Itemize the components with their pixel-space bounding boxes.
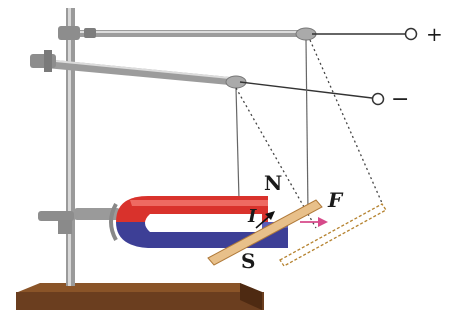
north-pole-label: N [264, 171, 282, 195]
upper-clamp [58, 26, 96, 40]
upper-arm [58, 28, 316, 40]
south-pole-label: S [241, 249, 255, 273]
stand-base [16, 283, 264, 310]
wire-positive [312, 29, 417, 40]
force-arrow [300, 217, 328, 227]
magnet-clamp [38, 208, 120, 234]
negative-terminal-label: − [391, 87, 409, 112]
wire-negative [240, 82, 384, 105]
current-label: I [247, 206, 257, 227]
horseshoe-magnet [111, 196, 288, 248]
force-label: F [327, 188, 344, 212]
positive-terminal-label: + [426, 22, 443, 46]
lower-arm [30, 50, 246, 88]
stand-rod [66, 8, 75, 286]
